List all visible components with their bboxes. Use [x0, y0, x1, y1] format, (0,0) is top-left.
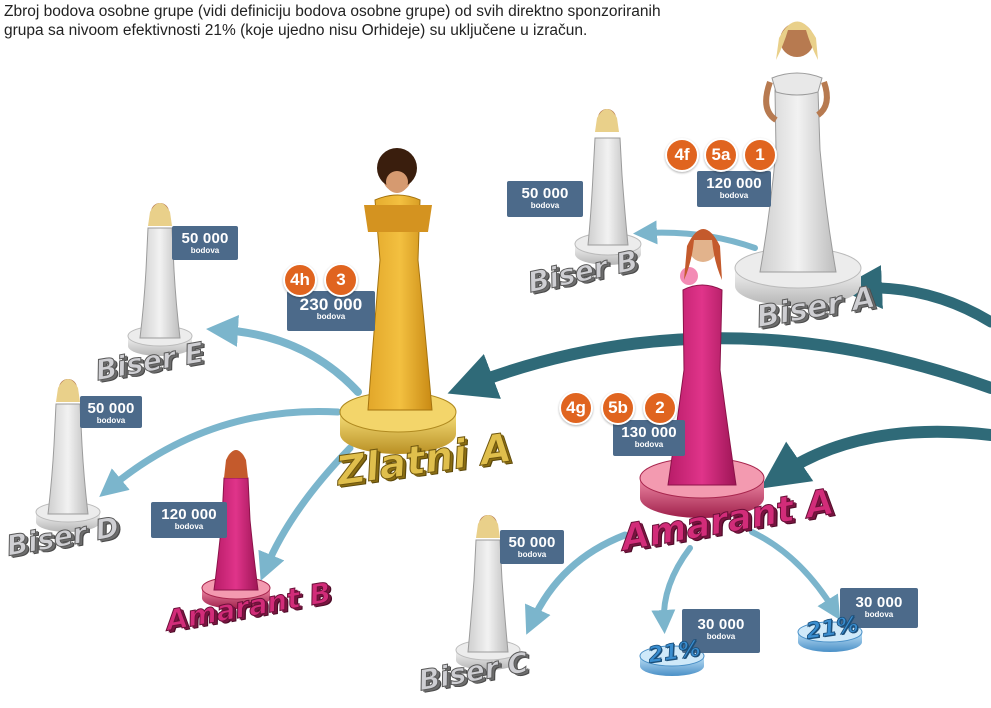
points-value: 230 000 [299, 295, 363, 314]
arrow-to-biser-a [838, 265, 991, 328]
badge: 5b [601, 391, 635, 425]
badge: 3 [324, 263, 358, 297]
figure-biser-e [139, 203, 181, 339]
points-value: 50 000 [508, 534, 556, 551]
badge: 1 [743, 138, 777, 172]
points-unit: bodova [706, 632, 736, 641]
arrow-to-amarant-a [760, 425, 991, 489]
points-box-biser-e: 50 000 bodova [172, 226, 238, 260]
points-unit: bodova [517, 550, 547, 559]
points-box-pct-1: 30 000 bodova [682, 609, 760, 653]
intro-text: Zbroj bodova osobne grupe (vidi definici… [4, 3, 661, 39]
points-value: 50 000 [87, 400, 135, 417]
points-value: 130 000 [621, 424, 677, 441]
points-unit: bodova [864, 610, 894, 619]
points-unit: bodova [634, 440, 664, 449]
points-unit: bodova [719, 191, 749, 200]
points-box-biser-c: 50 000 bodova [500, 530, 564, 564]
points-unit: bodova [190, 246, 220, 255]
points-unit: bodova [96, 416, 126, 425]
badge: 2 [643, 391, 677, 425]
points-unit: bodova [316, 312, 346, 321]
points-value: 120 000 [161, 506, 217, 523]
points-box-biser-a: 120 000 bodova [697, 171, 771, 207]
points-value: 50 000 [181, 230, 229, 247]
points-box-amarant-a: 130 000 bodova [613, 420, 685, 456]
figure-zlatni-a [364, 148, 433, 411]
badge: 4g [559, 391, 593, 425]
points-unit: bodova [530, 201, 560, 210]
arrow-to-pct-2 [749, 529, 841, 621]
arrow-to-amarant-b [258, 444, 354, 581]
arrow-to-pct-1 [651, 545, 693, 634]
figure-biser-c [467, 515, 509, 653]
arrow-to-zlatni-a [447, 332, 991, 399]
points-box-amarant-b: 120 000 bodova [151, 502, 227, 538]
points-value: 120 000 [706, 175, 762, 192]
arrow-to-biser-e [206, 314, 362, 396]
points-value: 30 000 [697, 616, 745, 633]
figure-biser-a [759, 21, 837, 273]
arrow-to-biser-d [99, 407, 342, 497]
points-box-zlatni-a: 230 000 bodova [287, 291, 375, 331]
figures [47, 21, 837, 653]
points-box-biser-d: 50 000 bodova [80, 396, 142, 428]
figure-biser-b [587, 109, 629, 246]
badge: 5a [704, 138, 738, 172]
points-box-pct-2: 30 000 bodova [840, 588, 918, 628]
figure-biser-d [47, 379, 89, 515]
arrow-to-biser-c [525, 531, 629, 635]
arrows [99, 220, 991, 635]
figure-amarant-a [667, 229, 737, 486]
badge: 4h [283, 263, 317, 297]
badge: 4f [665, 138, 699, 172]
points-unit: bodova [174, 522, 204, 531]
points-value: 50 000 [521, 185, 569, 202]
points-box-biser-b: 50 000 bodova [507, 181, 583, 217]
points-value: 30 000 [855, 594, 903, 611]
